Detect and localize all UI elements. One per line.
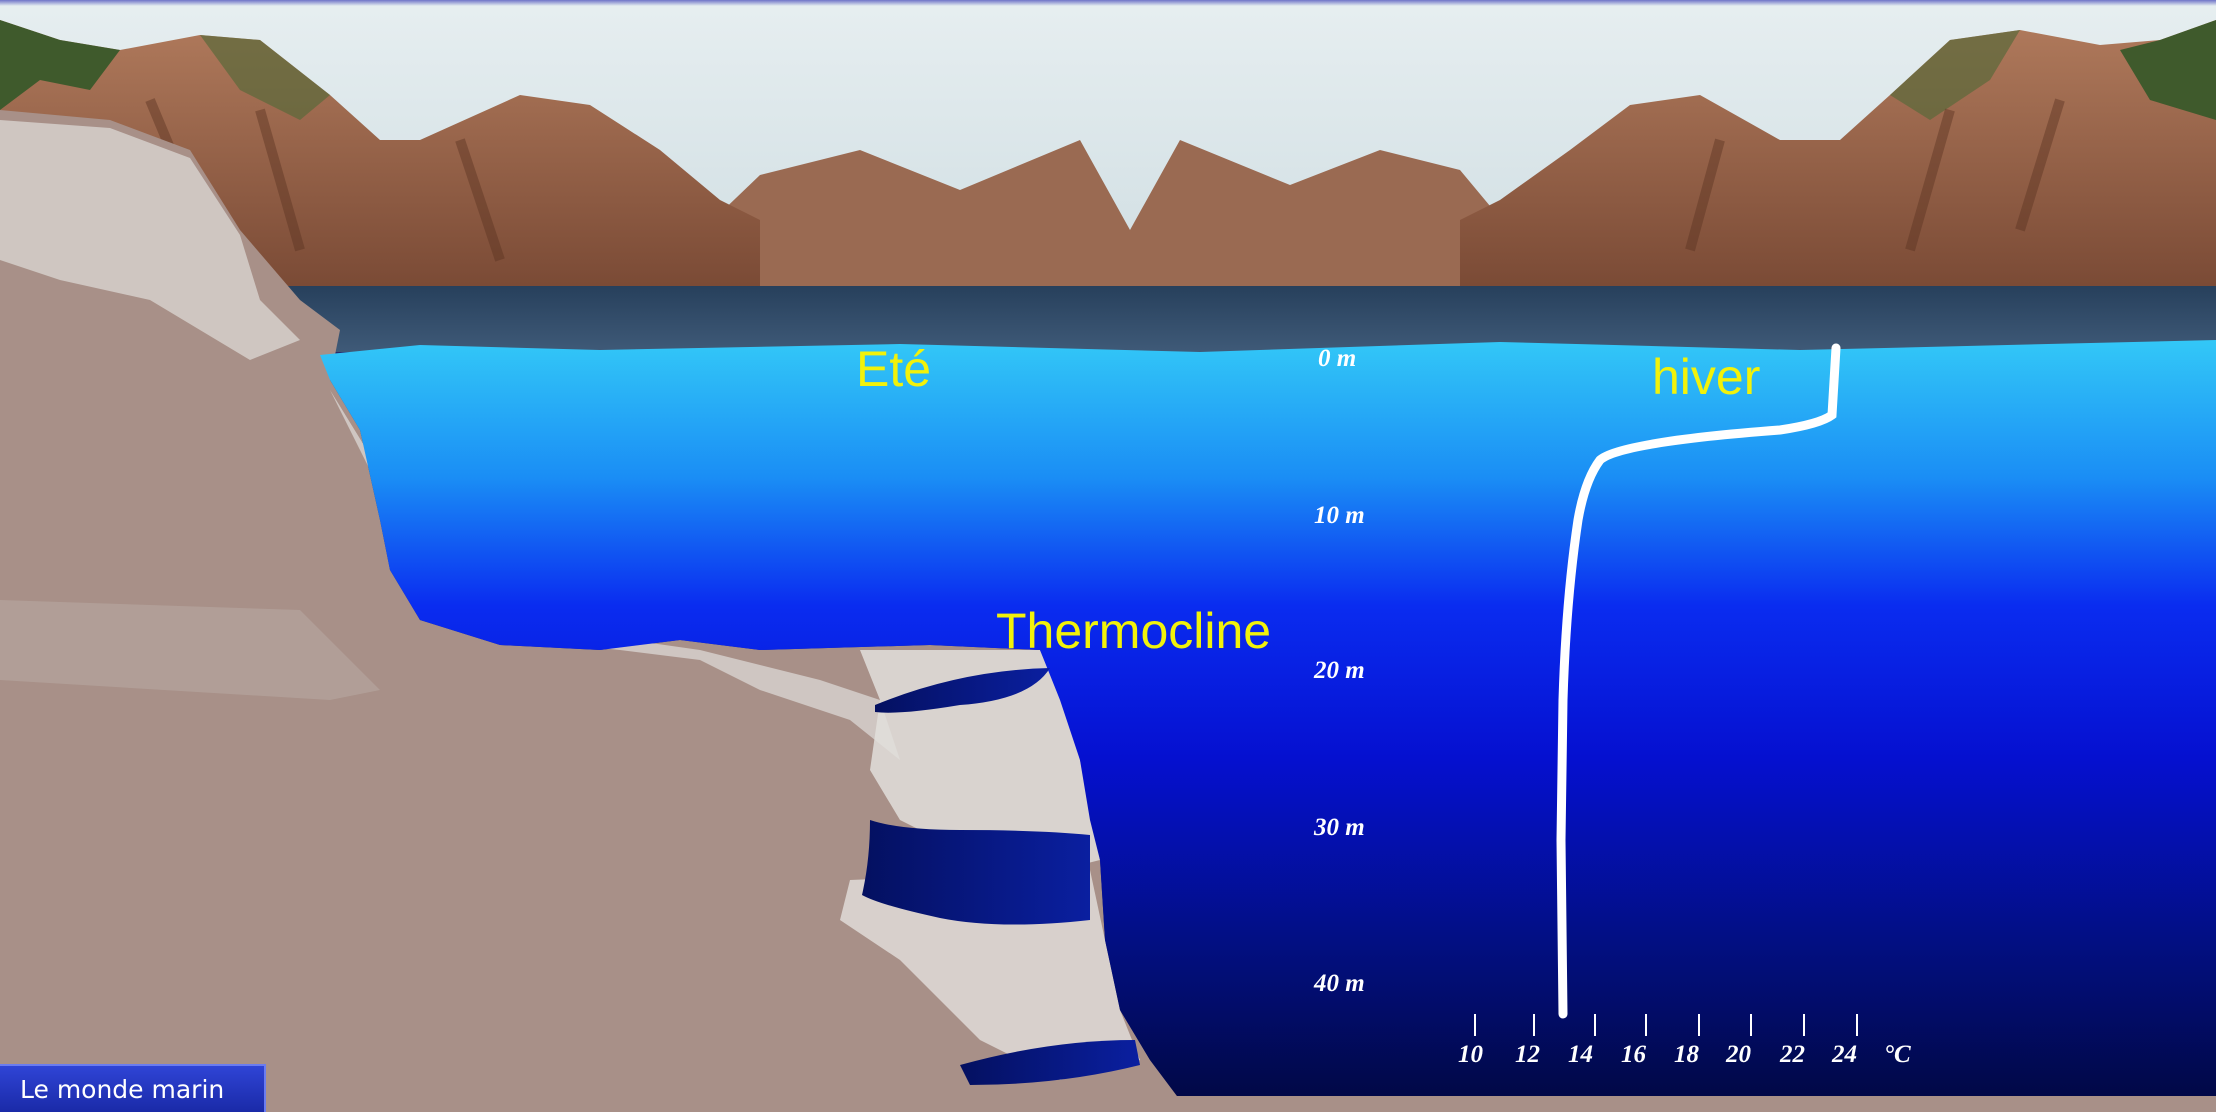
temperature-tick xyxy=(1594,1014,1596,1036)
seabed xyxy=(1160,1096,2216,1112)
temperature-tick xyxy=(1803,1014,1805,1036)
winter-temperature-profile xyxy=(1556,343,1841,1019)
depth-label-0: 0 m xyxy=(1318,345,1357,372)
vegetation-left xyxy=(0,20,120,110)
depth-label-10: 10 m xyxy=(1314,502,1365,529)
summer-label: Eté xyxy=(856,341,932,397)
depth-label-20: 20 m xyxy=(1314,657,1365,684)
cave-upper xyxy=(875,668,1050,713)
temperature-unit: °C xyxy=(1884,1041,1911,1068)
vegetation-right xyxy=(2120,20,2216,120)
mountains-far xyxy=(640,140,1560,290)
temperature-tick xyxy=(1750,1014,1752,1036)
winter-label: hiver xyxy=(1652,349,1761,405)
temperature-tick xyxy=(1645,1014,1647,1036)
temperature-tick xyxy=(1698,1014,1700,1036)
temperature-tick xyxy=(1533,1014,1535,1036)
thermocline-label: Thermocline xyxy=(996,603,1272,659)
cave-middle xyxy=(862,820,1090,925)
temperature-label-18: 18 xyxy=(1674,1041,1699,1068)
temperature-label-16: 16 xyxy=(1621,1041,1646,1068)
temperature-label-14: 14 xyxy=(1568,1041,1593,1068)
le-monde-marin-button[interactable]: Le monde marin xyxy=(0,1064,266,1112)
cave-lower xyxy=(960,1040,1140,1085)
temperature-label-12: 12 xyxy=(1515,1041,1540,1068)
depth-label-30: 30 m xyxy=(1314,814,1365,841)
temperature-tick xyxy=(1856,1014,1858,1036)
temperature-label-24: 24 xyxy=(1832,1041,1857,1068)
depth-label-40: 40 m xyxy=(1314,970,1365,997)
water-body xyxy=(320,340,2216,1100)
sea-surface xyxy=(240,286,2216,352)
temperature-label-22: 22 xyxy=(1780,1041,1805,1068)
temperature-label-10: 10 xyxy=(1458,1041,1483,1068)
temperature-tick xyxy=(1474,1014,1476,1036)
temperature-label-20: 20 xyxy=(1726,1041,1751,1068)
mountains-right xyxy=(1460,20,2216,290)
